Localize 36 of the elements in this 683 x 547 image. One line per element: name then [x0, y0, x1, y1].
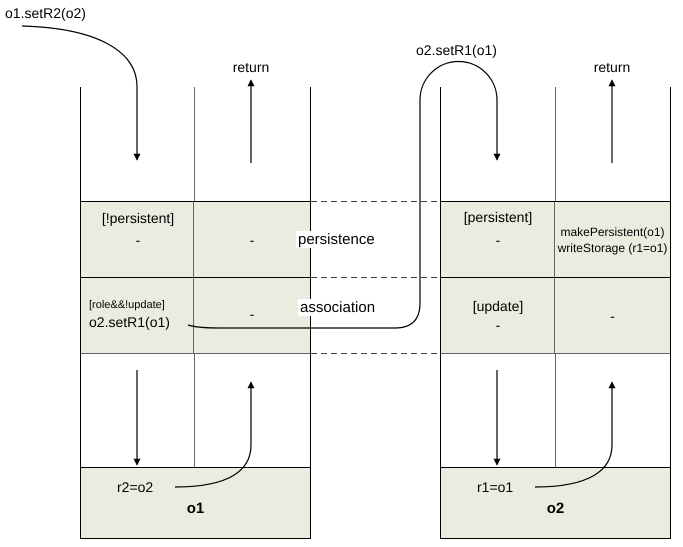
arrow: [608, 79, 616, 163]
object-name: o2: [546, 500, 566, 518]
table-cell: [440, 277, 555, 354]
cell-text: o2.setR1(o1): [89, 314, 170, 330]
table-cell: [555, 277, 671, 354]
arrow: [248, 79, 254, 163]
cell-text: [update]: [472, 298, 524, 314]
cell-text: r1=o1: [477, 479, 514, 496]
cell-text: return: [592, 59, 632, 76]
arrow: [534, 381, 616, 488]
row-label: persistence: [296, 231, 377, 248]
object-box: [440, 467, 671, 539]
cell-text: [!persistent]: [100, 210, 176, 226]
cell-text: r2=o2: [117, 479, 154, 496]
arrow: [174, 381, 254, 488]
arrow: [188, 60, 500, 329]
dash-mark: -: [494, 232, 502, 248]
table-cell: [555, 201, 671, 278]
cell-text: [persistent]: [462, 209, 534, 226]
row-label: association: [298, 299, 378, 316]
dash-mark: -: [609, 308, 616, 324]
arrow: [134, 370, 140, 466]
edge-label: o2.setR1(o1): [416, 42, 497, 58]
dash-mark: -: [494, 317, 502, 334]
action-text: makePersistent(o1) writeStorage (r1=o1): [556, 224, 668, 256]
arrow: [22, 25, 140, 161]
cell-text: return: [232, 59, 270, 76]
cell-text: [role&&!update]: [89, 299, 165, 312]
table-cell: [440, 201, 555, 278]
object-name: o1: [186, 500, 206, 518]
dash-mark: -: [134, 232, 142, 248]
table-cell: [80, 201, 194, 278]
object-box: [80, 467, 311, 539]
cell-text: o1.setR2(o2): [5, 5, 86, 22]
table-cell: [80, 277, 194, 354]
arrow: [494, 370, 500, 466]
